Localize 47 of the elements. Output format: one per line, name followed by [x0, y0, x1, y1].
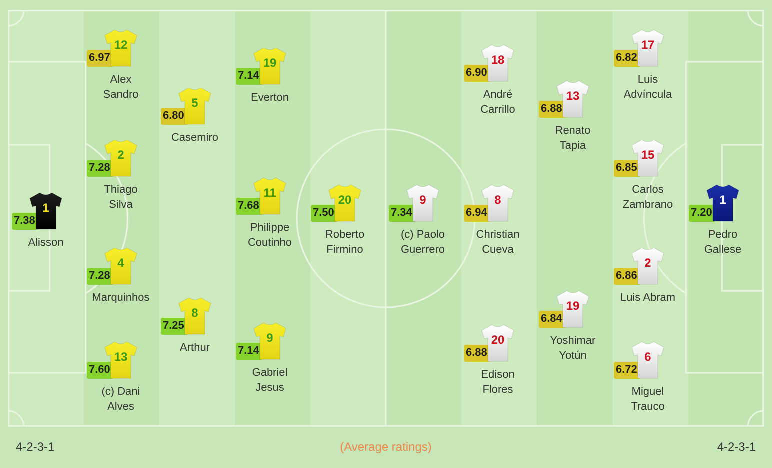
shirt-number: 19 [566, 299, 580, 313]
player-name: (c) Paolo Guerrero [400, 228, 446, 258]
shirt-number: 8 [192, 306, 198, 320]
shirt-number: 17 [641, 38, 655, 52]
shirt-number: 2 [644, 256, 652, 270]
player-name: Casemiro [170, 131, 220, 146]
player-name: Luis Abram [619, 291, 677, 306]
shirt-number: 13 [114, 350, 128, 364]
player-name: Luis Advíncula [622, 73, 674, 103]
player-name: Renato Tapia [554, 124, 592, 154]
shirt-number: 8 [494, 193, 502, 207]
player-name: Christian Cueva [475, 228, 521, 258]
player-name: Marquinhos [91, 291, 151, 306]
player-name: Yoshimar Yotún [549, 334, 597, 364]
player-name: Philippe Coutinho [246, 221, 294, 251]
shirt-number: 1 [42, 201, 50, 215]
shirt-number: 6 [644, 350, 652, 364]
player-name: Gabriel Jesus [251, 366, 289, 396]
shirt-number: 1 [720, 193, 726, 207]
shirt-number: 9 [266, 331, 274, 345]
player-name: André Carrillo [480, 88, 516, 118]
player-name: Carlos Zambrano [622, 183, 674, 213]
player-name: Edison Flores [480, 368, 516, 398]
player-name: Everton [250, 91, 290, 106]
shirt-number: 4 [118, 256, 124, 270]
shirt-number: 19 [263, 56, 277, 70]
shirt-number: 9 [420, 193, 426, 207]
player-name: Pedro Gallese [703, 228, 743, 258]
shirt-number: 2 [118, 148, 124, 162]
shirt-number: 15 [641, 148, 655, 162]
player-name: Alex Sandro [102, 73, 140, 103]
shirt-number: 20 [338, 193, 352, 207]
shirt-number: 5 [192, 96, 198, 110]
chart-note: (Average ratings) [340, 439, 432, 455]
shirt-number: 12 [114, 38, 128, 52]
player-name: Thiago Silva [103, 183, 139, 213]
player-name: Roberto Firmino [324, 228, 366, 258]
shirt-number: 18 [491, 53, 505, 67]
shirt-number: 11 [264, 186, 276, 200]
player-name: (c) Dani Alves [100, 385, 142, 415]
shirt-number: 20 [491, 333, 505, 347]
formation-label: 4-2-3-1 [717, 439, 756, 455]
player-name: Alisson [27, 236, 65, 251]
shirt-number: 13 [566, 89, 580, 103]
player-name: Arthur [179, 341, 211, 356]
formation-label: 4-2-3-1 [16, 439, 55, 455]
player-name: Miguel Trauco [630, 385, 666, 415]
